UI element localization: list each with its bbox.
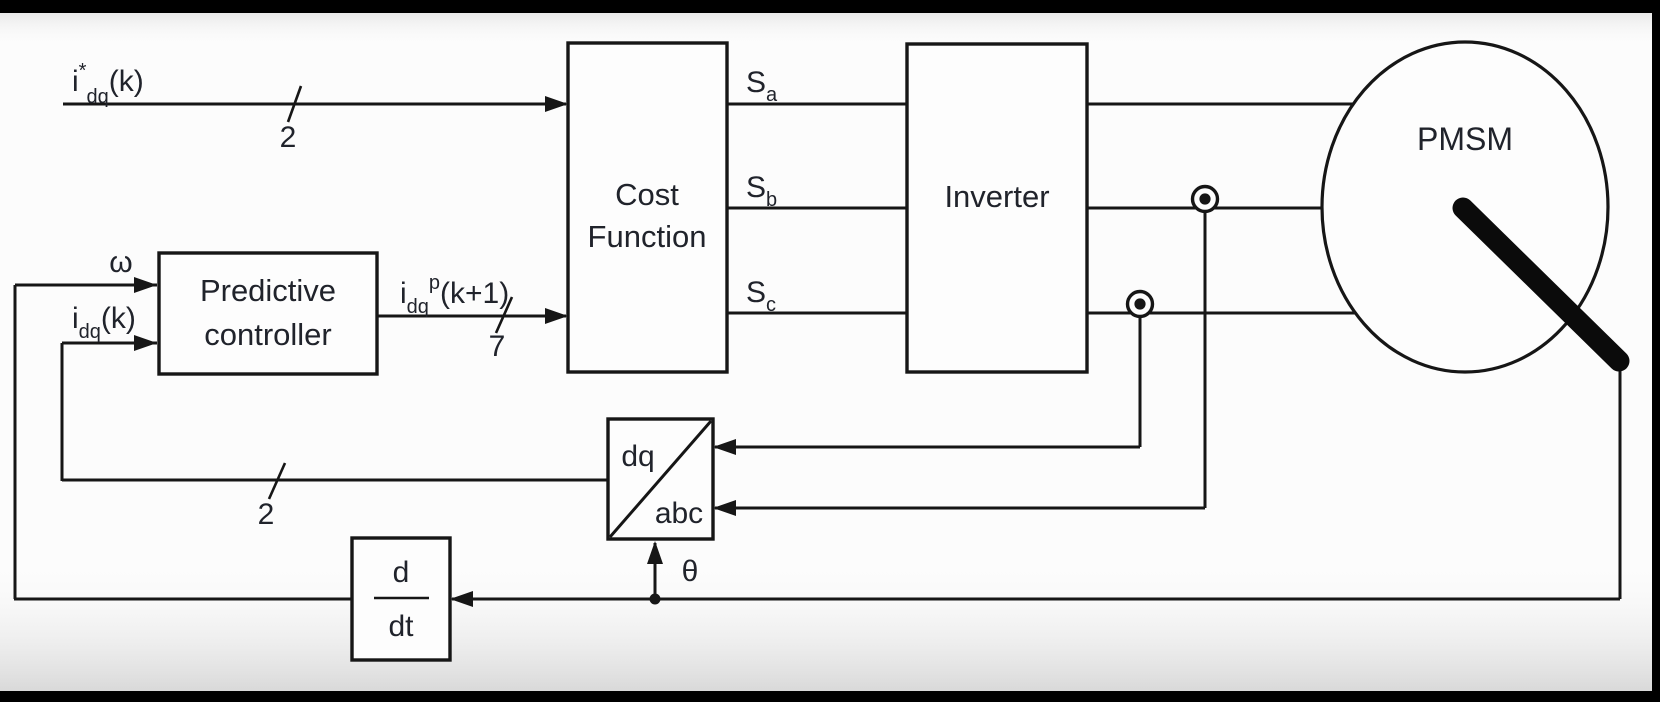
slash-ref-bus [286,85,303,123]
inverter-label: Inverter [944,179,1049,214]
arrow-into-controller-omega [134,277,157,293]
arrow-into-controller-current [134,335,157,351]
slash-fb-bus [267,462,287,500]
sensor-b-dot-icon [1199,193,1211,205]
cost-function-label-line2: Function [588,219,707,254]
theta-junction-dot [649,593,661,605]
switch-a-label: Sa [746,66,778,106]
switch-b-label: Sb [746,171,777,211]
arrowheads [134,96,736,607]
dq-abc-top-label: dq [621,440,654,473]
wires [13,102,1622,601]
ddt-numerator: d [393,556,410,589]
switch-c-label: Sc [746,276,776,316]
pred-current-label: idqp(k+1) [400,272,509,318]
bus-slashes [267,85,514,500]
arrow-into-dqabc-theta [647,541,663,564]
cost-function-label-line1: Cost [615,177,679,212]
theta-label: θ [682,555,699,588]
arrow-into-costfunction-ref [545,96,568,112]
arrow-into-dqabc-upper [713,439,736,455]
ref-current-label: i*dq(k) [72,60,144,108]
arrow-into-costfunction-pred [545,308,568,324]
dq-abc-bottom-label: abc [655,497,703,530]
fb-bus-width-label: 2 [258,498,275,531]
pmsm-shaft [1452,197,1630,372]
top-fade [0,13,1652,47]
slash-pred-bus [494,296,514,334]
ref-bus-width-label: 2 [280,121,297,154]
arrow-into-ddt [450,591,473,607]
sensor-c-dot-icon [1134,298,1146,310]
omega-label: ω [109,246,132,279]
pmsm-label: PMSM [1417,121,1513,157]
ddt-denominator: dt [388,610,414,643]
predictive-controller-label-line1: Predictive [200,273,336,308]
meas-current-label: idq(k) [72,302,136,343]
pred-bus-width-label: 7 [489,330,506,363]
predictive-controller-block [157,251,379,376]
arrow-into-dqabc-lower [713,500,736,516]
cost-function-block [566,41,729,374]
dq-abc-diagonal [608,420,713,538]
predictive-controller-label-line2: controller [204,317,332,352]
current-sensors [1125,184,1220,319]
bottom-fade [0,556,1652,691]
inverter-block [905,42,1089,374]
